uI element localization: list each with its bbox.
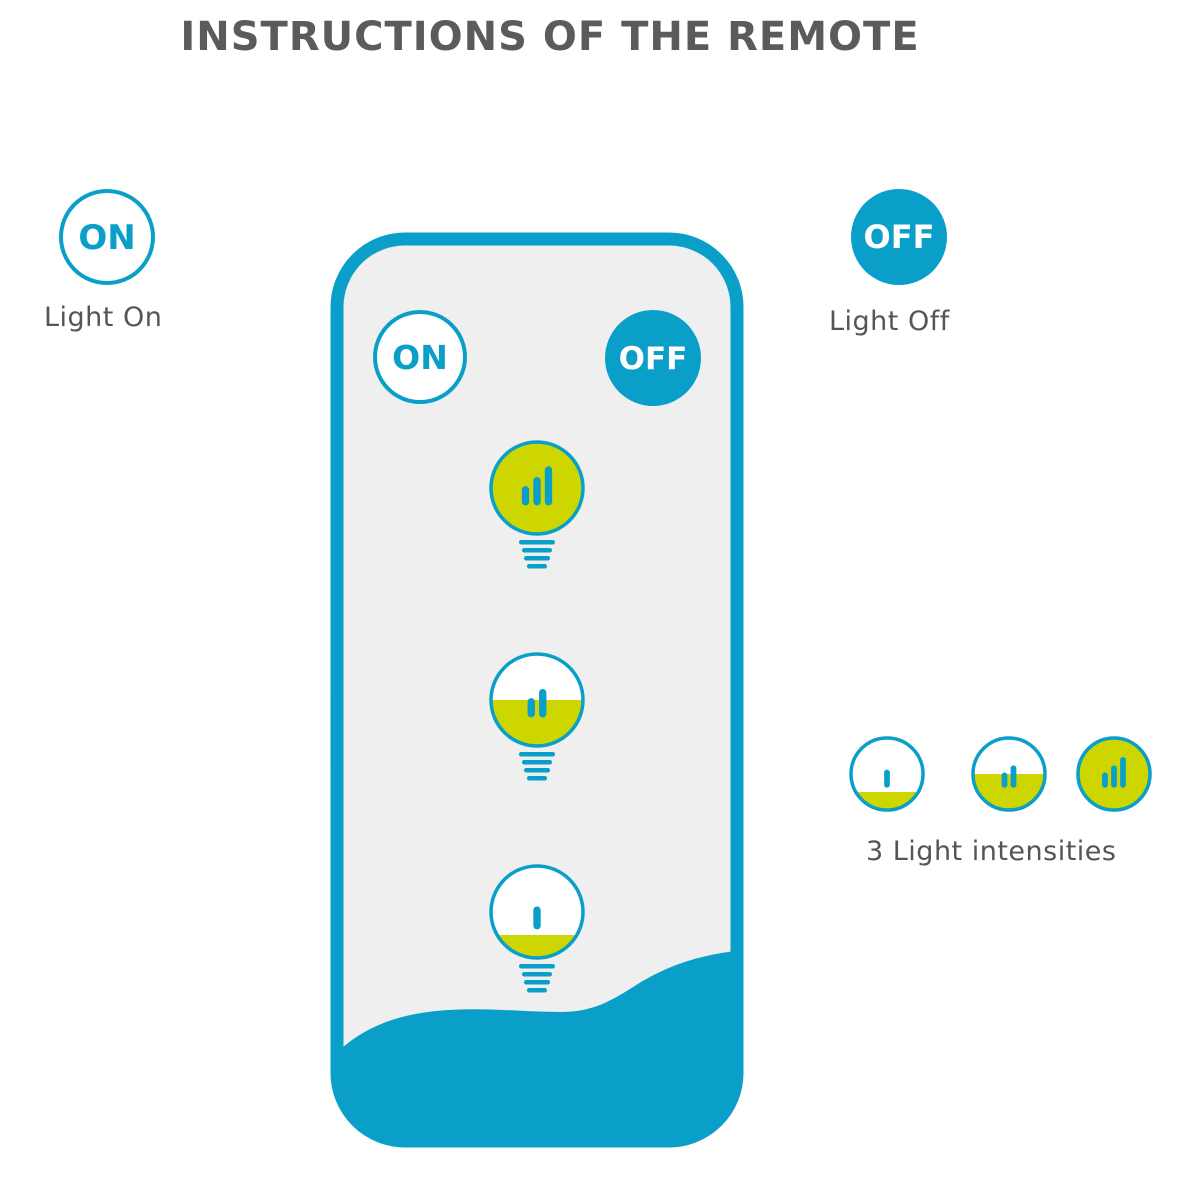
remote-wave [337, 950, 737, 1141]
intensity-bar [544, 466, 553, 506]
intensity-bar [533, 476, 541, 506]
bulb-high-button[interactable] [485, 436, 589, 576]
intensity-level-icon [1076, 736, 1152, 812]
legend-off-icon: OFF [851, 189, 947, 285]
page-title: INSTRUCTIONS OF THE REMOTE [180, 14, 920, 60]
legend-off-label: Light Off [829, 306, 950, 337]
bulb-base-line [527, 988, 547, 993]
intensity-bar [521, 486, 530, 506]
level-fill [973, 774, 1045, 810]
bulb-low-button[interactable] [485, 860, 589, 1000]
bulb-base-line [527, 564, 547, 569]
intensity-bar [1120, 757, 1126, 788]
remote-control: ON OFF [330, 232, 744, 1148]
intensity-bar [1111, 765, 1117, 788]
intensity-label: 3 Light intensities [866, 836, 1117, 867]
bulb-base-line [522, 972, 552, 977]
legend-on-icon: ON [59, 189, 155, 285]
bulb-base-line [524, 556, 550, 561]
legend-on-text: ON [78, 218, 135, 258]
intensity-bar [1001, 772, 1008, 788]
bulb-medium-button[interactable] [485, 648, 589, 788]
legend-on-label: Light On [44, 302, 163, 333]
bulb-base-line [522, 548, 552, 553]
intensity-level-icon [849, 736, 925, 812]
bulb-base-line [524, 980, 550, 985]
level-fill [491, 700, 583, 746]
bulb-base-line [522, 760, 552, 765]
intensity-bar [884, 769, 890, 788]
remote-on-button[interactable]: ON [371, 308, 469, 406]
intensity-bar [533, 906, 541, 930]
remote-on-text: ON [392, 338, 448, 377]
remote-off-text: OFF [619, 341, 688, 377]
intensity-bar [527, 698, 535, 718]
intensity-bar [1010, 765, 1017, 788]
intensity-bar [539, 688, 547, 718]
bulb-base-line [519, 540, 555, 545]
bulb-base-line [524, 768, 550, 773]
intensity-bar [1102, 772, 1108, 788]
remote-off-button[interactable]: OFF [603, 308, 703, 408]
intensity-level-icon [971, 736, 1047, 812]
bulb-base-line [527, 776, 547, 781]
bulb-base-line [519, 752, 555, 757]
bulb-base-line [519, 964, 555, 969]
legend-off-text: OFF [864, 218, 935, 256]
